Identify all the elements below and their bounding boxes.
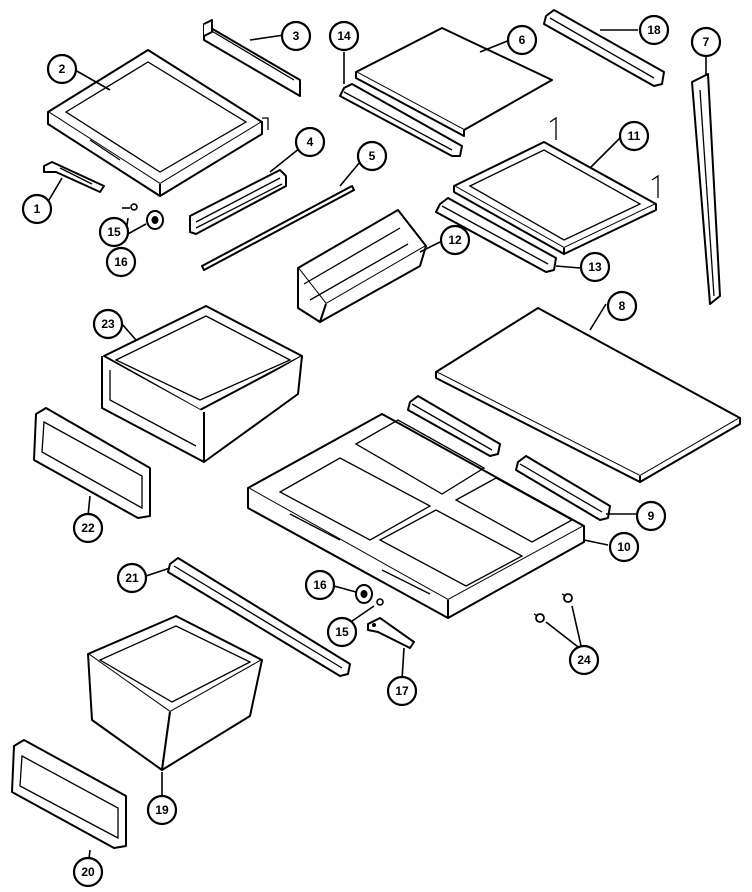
callout-6: 6	[506, 24, 538, 56]
callout-10-label: 10	[617, 540, 631, 554]
part-16-roller-lower	[355, 584, 373, 604]
part-11-shelf-frame	[453, 116, 659, 255]
leader-lines	[45, 29, 707, 869]
callout-19-label: 19	[155, 803, 169, 817]
part-16-roller-upper	[146, 210, 164, 230]
part-8-glass-cover	[435, 307, 741, 483]
part-21-drawer-slide	[167, 557, 351, 677]
callout-20: 20	[72, 856, 104, 888]
part-18-rear-trim	[543, 9, 665, 87]
callout-3: 3	[280, 20, 312, 52]
part-7-support-strip	[691, 73, 721, 305]
callout-16-lower-label: 16	[313, 578, 327, 592]
part-15-screw-upper	[130, 203, 138, 211]
callout-24: 24	[568, 644, 600, 676]
part-13-front-trim	[435, 197, 557, 273]
part-10-crisper-frame	[247, 413, 585, 619]
callout-15-lower-label: 15	[335, 625, 349, 639]
callout-9: 9	[635, 500, 667, 532]
callout-7: 7	[690, 26, 722, 58]
part-3-shelf-bracket	[203, 19, 301, 97]
callout-6-label: 6	[519, 33, 526, 47]
callout-13-label: 13	[588, 260, 602, 274]
callout-8-label: 8	[619, 299, 626, 313]
callout-2: 2	[46, 53, 78, 85]
callout-21: 21	[116, 562, 148, 594]
part-1-shelf-stop	[43, 161, 105, 193]
callout-16-upper: 16	[105, 246, 137, 278]
callout-14-label: 14	[337, 29, 351, 43]
callout-3-label: 3	[293, 29, 300, 43]
part-22-drawer-front	[33, 407, 151, 519]
part-17-bracket	[367, 617, 415, 649]
part-24-screws	[533, 593, 573, 623]
callout-22-label: 22	[81, 521, 95, 535]
callout-5: 5	[356, 140, 388, 172]
callout-4: 4	[294, 126, 326, 158]
part-9-cover-trims	[407, 395, 611, 521]
callout-17-label: 17	[395, 684, 409, 698]
callout-12-label: 12	[448, 233, 462, 247]
callout-21-label: 21	[125, 571, 139, 585]
callout-11-label: 11	[628, 129, 641, 143]
callout-16-upper-label: 16	[114, 255, 128, 269]
callout-23: 23	[92, 308, 124, 340]
part-12-cover-support	[297, 209, 427, 323]
callout-15-lower: 15	[326, 616, 358, 648]
part-4-slide-rail	[189, 169, 287, 235]
callout-1: 1	[21, 193, 53, 225]
callout-15-upper: 15	[98, 216, 130, 248]
callout-14: 14	[328, 20, 360, 52]
callout-24-label: 24	[577, 653, 591, 667]
part-6-glass-panel	[355, 27, 553, 137]
callout-15-upper-label: 15	[107, 225, 121, 239]
part-14-front-trim	[339, 83, 463, 157]
callout-13: 13	[579, 251, 611, 283]
part-19-crisper-drawer	[87, 615, 263, 771]
part-5-rod	[201, 185, 355, 271]
callout-5-label: 5	[369, 149, 376, 163]
callout-4-label: 4	[307, 135, 314, 149]
part-15-screw-lower	[376, 598, 384, 606]
callout-11: 11	[618, 120, 650, 152]
callout-10: 10	[608, 531, 640, 563]
part-20-drawer-front	[11, 739, 127, 849]
callout-20-label: 20	[81, 865, 95, 879]
callout-2-label: 2	[59, 62, 66, 76]
callout-18-label: 18	[647, 23, 661, 37]
part-23-meat-drawer	[101, 305, 303, 463]
callout-16-lower: 16	[304, 569, 336, 601]
callout-17: 17	[386, 675, 418, 707]
callout-18: 18	[638, 14, 670, 46]
callout-19: 19	[146, 794, 178, 826]
callout-23-label: 23	[101, 317, 115, 331]
callout-9-label: 9	[648, 509, 655, 523]
part-2-upper-shelf	[47, 49, 269, 197]
callout-1-label: 1	[34, 202, 41, 216]
callout-22: 22	[72, 512, 104, 544]
callout-8: 8	[606, 290, 638, 322]
callout-7-label: 7	[703, 35, 710, 49]
callout-12: 12	[439, 224, 471, 256]
